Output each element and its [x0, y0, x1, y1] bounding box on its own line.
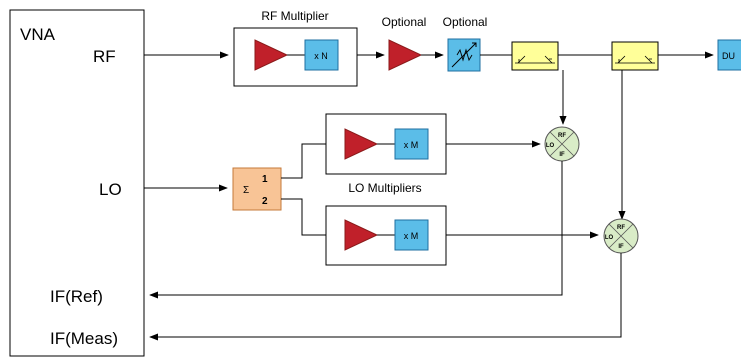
if-meas-line	[149, 253, 622, 341]
lo-multiplier-m-bottom-text: x M	[404, 231, 419, 241]
lo-amplifier-top	[344, 128, 379, 160]
rf-multiplier-box	[233, 27, 358, 87]
optional-label-1: Optional	[382, 15, 427, 29]
rf-amplifier	[254, 39, 289, 71]
optional-amplifier	[388, 39, 423, 71]
rf-multiplier-n	[304, 39, 339, 71]
mixer-ref-if: IF	[559, 152, 565, 158]
splitter-port-2: 2	[262, 196, 268, 207]
lo-multiplier-m-bottom	[394, 219, 429, 251]
directional-coupler-icon-1	[511, 41, 559, 71]
vna-box	[9, 9, 145, 357]
vna-lo-port-label: LO	[99, 180, 122, 199]
lo-multiplier-m-top	[394, 128, 429, 160]
mixer-ref-lo: LO	[546, 143, 555, 149]
splitter-port-1: 1	[262, 174, 268, 185]
directional-coupler-icon-2	[611, 41, 659, 71]
mixer-meas-if: IF	[618, 244, 624, 250]
rf-multiplier-label: RF Multiplier	[261, 9, 328, 23]
power-splitter	[232, 167, 282, 211]
mixer-meas-rf: RF	[617, 225, 625, 231]
variable-attenuator-icon	[447, 38, 481, 72]
rf-multiplier-n-text: x N	[314, 51, 328, 61]
lo-multiplier-m-top-text: x M	[404, 140, 419, 150]
lo-amplifier-bottom	[344, 219, 379, 251]
vna-title: VNA	[20, 25, 56, 44]
dut-block	[717, 39, 741, 71]
vna-rf-port-label: RF	[93, 47, 116, 66]
mixer-ref-icon: RF LO IF	[544, 126, 580, 162]
mixer-ref-rf: RF	[558, 133, 566, 139]
vna-if-ref-label: IF(Ref)	[50, 287, 103, 306]
mixer-meas-icon: RF LO IF	[603, 218, 639, 254]
vna-if-meas-label: IF(Meas)	[50, 329, 118, 348]
lo-multipliers-label: LO Multipliers	[348, 181, 421, 195]
optional-label-2: Optional	[443, 15, 488, 29]
dut-label: DU	[722, 51, 735, 61]
if-ref-line	[149, 161, 563, 299]
mixer-meas-lo: LO	[605, 235, 614, 241]
splitter-sigma: Σ	[243, 185, 249, 196]
